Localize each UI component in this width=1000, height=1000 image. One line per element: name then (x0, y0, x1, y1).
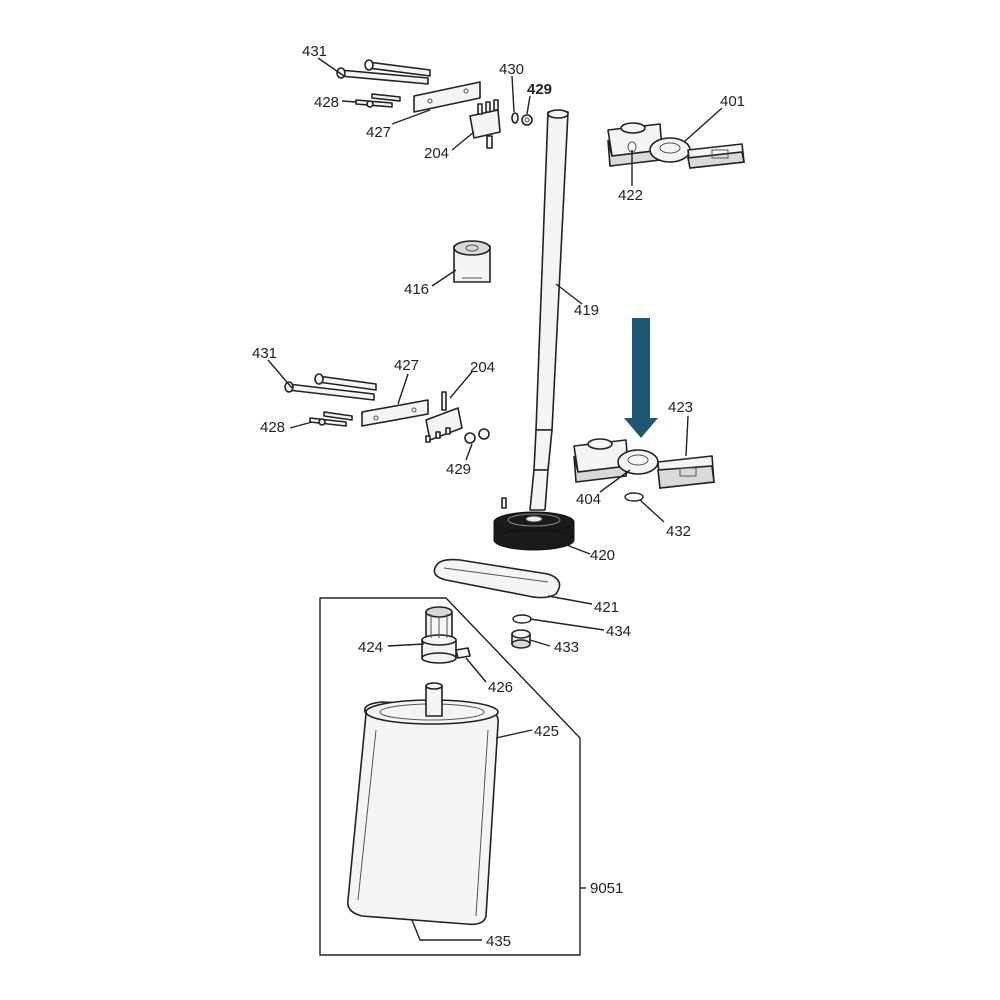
label-435: 435 (486, 933, 511, 950)
label-204-mid: 204 (470, 359, 495, 376)
spacer-416 (453, 240, 491, 283)
label-430: 430 (499, 61, 524, 78)
plate-427-mid (361, 399, 429, 427)
down-arrow-icon (624, 318, 658, 438)
shaft-419 (501, 109, 569, 511)
label-434: 434 (606, 623, 631, 640)
label-426: 426 (488, 679, 513, 696)
label-433: 433 (554, 639, 579, 656)
pulley-420 (493, 511, 575, 551)
part-labels: 431 428 427 204 430 429 401 422 416 419 … (252, 43, 745, 950)
label-204-top: 204 (424, 145, 449, 162)
label-9051: 9051 (590, 880, 623, 897)
belt-421 (433, 558, 561, 599)
assembly-9051-boundary (319, 597, 581, 956)
label-416: 416 (404, 281, 429, 298)
label-428-mid: 428 (260, 419, 285, 436)
nut-429-top (521, 114, 533, 126)
screws-431-mid (284, 373, 377, 401)
label-420: 420 (590, 547, 615, 564)
label-432: 432 (666, 523, 691, 540)
pulley-424 (421, 606, 457, 664)
switch-204-mid (425, 391, 463, 443)
label-419: 419 (574, 302, 599, 319)
clamp-401-half (687, 143, 745, 169)
clamp-423 (657, 455, 715, 489)
label-431-top: 431 (302, 43, 327, 60)
set-screw-426 (455, 647, 471, 659)
motor-425 (346, 682, 499, 926)
label-424: 424 (358, 639, 383, 656)
screws-431-top (336, 59, 431, 85)
bearing-404 (617, 449, 659, 475)
label-401: 401 (720, 93, 745, 110)
plate-427-top (413, 81, 481, 113)
ring-432 (624, 492, 644, 502)
label-427-top: 427 (366, 124, 391, 141)
label-429-mid: 429 (446, 461, 471, 478)
washer-434 (512, 614, 532, 624)
label-427-mid: 427 (394, 357, 419, 374)
label-423: 423 (668, 399, 693, 416)
label-425: 425 (534, 723, 559, 740)
screws-428-mid (309, 411, 353, 427)
label-429-top: 429 (527, 81, 552, 98)
leader-lines (267, 57, 723, 941)
washer-430 (511, 112, 519, 124)
switch-204-top (469, 99, 501, 149)
screws-428-top (355, 93, 401, 108)
nut-433 (511, 629, 531, 649)
nuts-429-mid (464, 428, 490, 444)
label-431-mid: 431 (252, 345, 277, 362)
label-422: 422 (618, 187, 643, 204)
label-421: 421 (594, 599, 619, 616)
label-428-top: 428 (314, 94, 339, 111)
label-404: 404 (576, 491, 601, 508)
